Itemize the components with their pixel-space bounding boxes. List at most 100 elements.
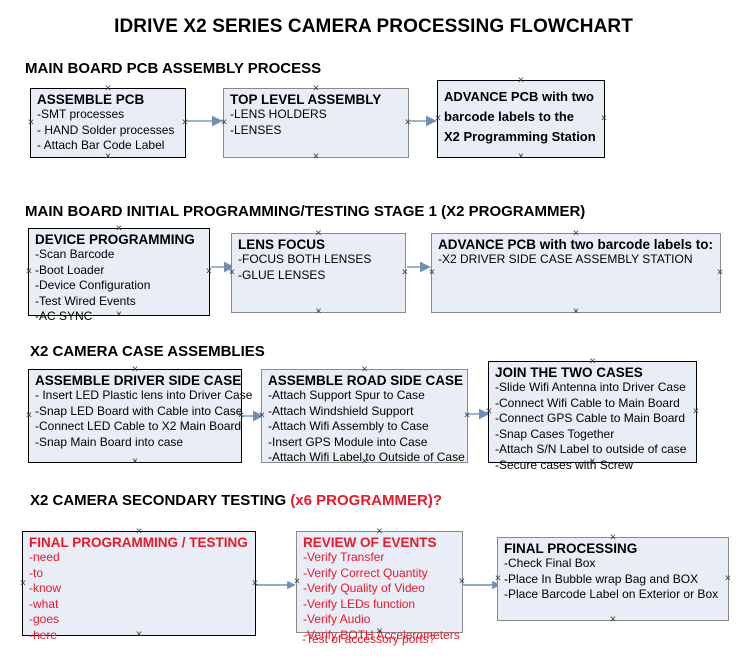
node-line: -LENSES bbox=[230, 122, 282, 137]
section-heading-3-text: X2 CAMERA CASE ASSEMBLIES bbox=[30, 343, 265, 360]
node-line: -SMT processes bbox=[37, 107, 125, 121]
node-line: -goes bbox=[29, 612, 60, 626]
node-line: -Boot Loader bbox=[35, 262, 105, 277]
connector-handle[interactable]: × bbox=[600, 112, 608, 125]
node-title: REVIEW OF EVENTS bbox=[303, 535, 437, 550]
connector-handle[interactable]: × bbox=[237, 409, 245, 422]
node-title: TOP LEVEL ASSEMBLY bbox=[230, 92, 382, 107]
connector-handle[interactable]: × bbox=[572, 227, 580, 240]
node-final-programming-testing[interactable]: FINAL PROGRAMMING / TESTING -need -to -k… bbox=[19, 526, 259, 642]
connector-handle[interactable]: × bbox=[361, 363, 368, 376]
node-line: -GLUE LENSES bbox=[238, 267, 326, 282]
node-line: - HAND Solder processes bbox=[37, 122, 175, 137]
connector-handle[interactable]: × bbox=[25, 265, 33, 278]
node-line: -to bbox=[29, 565, 44, 580]
section-heading-1: MAIN BOARD PCB ASSEMBLY PROCESS bbox=[25, 60, 321, 77]
page-title: IDRIVE X2 SERIES CAMERA PROCESSING FLOWC… bbox=[114, 16, 633, 37]
node-title: ADVANCE PCB with two barcode labels to: bbox=[438, 237, 714, 252]
node-line: X2 Programming Station bbox=[444, 129, 596, 144]
node-line: -need bbox=[29, 550, 60, 564]
connector-handle[interactable]: × bbox=[258, 409, 266, 422]
connector-handle[interactable]: × bbox=[428, 266, 436, 279]
connector-handle[interactable]: × bbox=[434, 112, 442, 125]
connector-handle[interactable]: × bbox=[205, 265, 213, 278]
node-top-level-assembly[interactable]: TOP LEVEL ASSEMBLY -LENS HOLDERS -LENSES… bbox=[220, 83, 412, 162]
section-heading-3: X2 CAMERA CASE ASSEMBLIES bbox=[30, 343, 265, 360]
connector-handle[interactable]: × bbox=[485, 405, 493, 418]
connector-handle[interactable]: × bbox=[361, 455, 368, 468]
connector-handle[interactable]: × bbox=[228, 266, 236, 279]
node-line: -Verify Correct Quantity bbox=[303, 565, 428, 580]
connector-handle[interactable]: × bbox=[131, 455, 139, 468]
node-review-of-events[interactable]: REVIEW OF EVENTS -Verify Transfer -Verif… bbox=[293, 526, 466, 646]
node-title: JOIN THE TWO CASES bbox=[495, 365, 643, 380]
node-line: -Place In Bubble wrap Bag and BOX bbox=[504, 571, 699, 586]
node-assemble-driver-side-case[interactable]: ASSEMBLE DRIVER SIDE CASE - Insert LED P… bbox=[25, 364, 253, 467]
connector-handle[interactable]: × bbox=[19, 577, 27, 589]
connector-handle[interactable]: × bbox=[589, 455, 596, 468]
connector-handle[interactable]: × bbox=[609, 531, 617, 544]
connector-handle[interactable]: × bbox=[115, 222, 123, 235]
connector-handle[interactable]: × bbox=[401, 266, 409, 279]
node-title: ASSEMBLE ROAD SIDE CASE bbox=[268, 373, 464, 388]
connector-handle[interactable]: × bbox=[724, 572, 732, 585]
node-line: -AC SYNC bbox=[35, 309, 93, 323]
connector-handle[interactable]: × bbox=[692, 405, 700, 418]
node-line: -Insert GPS Module into Case bbox=[268, 434, 428, 449]
node-line: -FOCUS BOTH LENSES bbox=[238, 252, 372, 266]
connector-handle[interactable]: × bbox=[131, 363, 139, 376]
node-title: ASSEMBLE DRIVER SIDE CASE bbox=[35, 373, 242, 388]
node-line: -Verify Transfer bbox=[303, 550, 385, 564]
section-heading-4-text: X2 CAMERA SECONDARY TESTING bbox=[30, 492, 291, 509]
node-line: -Snap Cases Together bbox=[495, 426, 615, 441]
connector-handle[interactable]: × bbox=[312, 150, 320, 163]
node-assemble-pcb[interactable]: ASSEMBLE PCB -SMT processes - HAND Solde… bbox=[27, 83, 189, 162]
connector-handle[interactable]: × bbox=[104, 82, 112, 95]
node-line: -Scan Barcode bbox=[35, 247, 115, 261]
node-line: -Test Wired Events bbox=[35, 293, 136, 308]
connector-handle[interactable]: × bbox=[27, 116, 35, 129]
connector-handle[interactable]: × bbox=[181, 116, 189, 129]
connector-handle[interactable]: × bbox=[135, 525, 143, 538]
node-join-the-two-cases[interactable]: JOIN THE TWO CASES -Slide Wifi Antenna i… bbox=[485, 356, 700, 472]
connector-handle[interactable]: × bbox=[589, 355, 596, 368]
connector-handle[interactable]: × bbox=[376, 525, 383, 538]
connector-handle[interactable]: × bbox=[251, 577, 259, 589]
connector-handle[interactable]: × bbox=[135, 628, 143, 641]
connector-handle[interactable]: × bbox=[494, 572, 502, 585]
connector-handle[interactable]: × bbox=[463, 409, 471, 422]
connector-handle[interactable]: × bbox=[458, 575, 466, 588]
node-line: -Snap LED Board with Cable into Case bbox=[35, 403, 243, 418]
connector-handle[interactable]: × bbox=[517, 150, 525, 163]
node-assemble-road-side-case[interactable]: ASSEMBLE ROAD SIDE CASE -Attach Support … bbox=[258, 364, 471, 467]
node-line: - Attach Bar Code Label bbox=[37, 138, 165, 152]
connector-handle[interactable]: × bbox=[25, 409, 33, 422]
node-final-processing[interactable]: FINAL PROCESSING -Check Final Box -Place… bbox=[494, 532, 732, 625]
node-title: ASSEMBLE PCB bbox=[37, 92, 145, 107]
node-device-programming[interactable]: DEVICE PROGRAMMING -Scan Barcode -Boot L… bbox=[25, 223, 213, 323]
connector-handle[interactable]: × bbox=[404, 116, 412, 129]
connector-handle[interactable]: × bbox=[104, 150, 112, 163]
node-line: -here bbox=[29, 627, 58, 642]
node-line: -Attach Support Spur to Case bbox=[268, 388, 425, 402]
connector-handle[interactable]: × bbox=[115, 308, 123, 321]
node-lens-focus[interactable]: LENS FOCUS -FOCUS BOTH LENSES -GLUE LENS… bbox=[228, 228, 409, 317]
node-advance-pcb-driver-side-station[interactable]: ADVANCE PCB with two barcode labels to: … bbox=[428, 228, 724, 317]
connector-handle[interactable]: × bbox=[609, 613, 617, 626]
connector-handle[interactable]: × bbox=[517, 74, 525, 87]
node-line: -Verify BOTH Accelerometers bbox=[303, 627, 460, 642]
connector-handle[interactable]: × bbox=[315, 227, 322, 240]
connector-handle[interactable]: × bbox=[716, 266, 724, 279]
connector-handle[interactable]: × bbox=[220, 116, 228, 129]
node-line: -Verify Quality of Video bbox=[303, 581, 425, 595]
connector-handle[interactable]: × bbox=[376, 625, 383, 638]
section-heading-4-accent: (x6 PROGRAMMER)? bbox=[290, 492, 442, 509]
connector-handle[interactable]: × bbox=[312, 82, 320, 95]
connector-handle[interactable]: × bbox=[293, 575, 301, 588]
node-advance-pcb-programming-station[interactable]: ADVANCE PCB with two barcode labels to t… bbox=[434, 75, 608, 162]
node-line: -Device Configuration bbox=[35, 278, 151, 292]
section-heading-2: MAIN BOARD INITIAL PROGRAMMING/TESTING S… bbox=[25, 203, 585, 220]
connector-handle[interactable]: × bbox=[315, 305, 322, 318]
node-line-overflow: -Test of accessory ports? bbox=[302, 632, 436, 646]
connector-handle[interactable]: × bbox=[572, 305, 580, 318]
